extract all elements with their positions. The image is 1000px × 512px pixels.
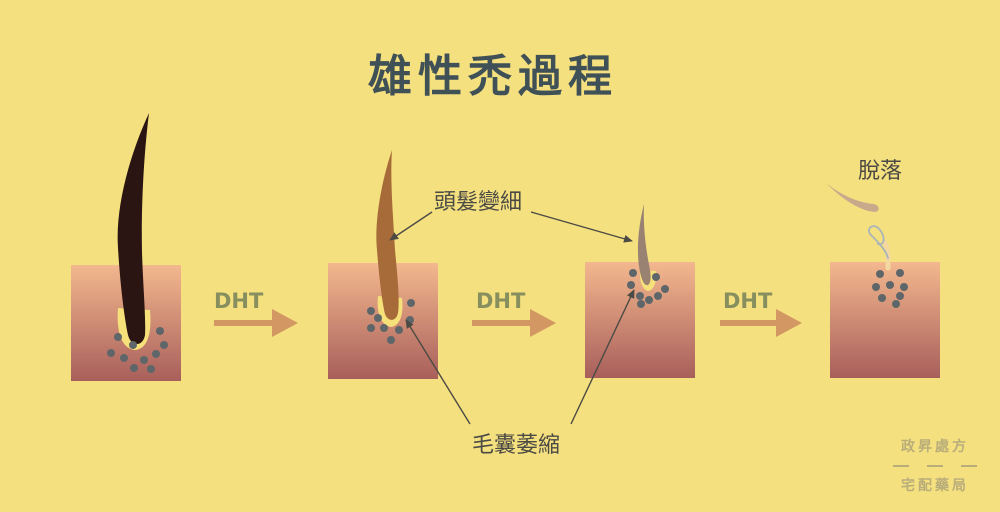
diagram-title: 雄性禿過程	[368, 51, 618, 102]
stage-2	[328, 150, 438, 379]
thinning-brown-hair	[376, 150, 399, 320]
brand-divider	[893, 465, 977, 467]
pointer-follicle-stage3	[570, 289, 635, 425]
dht-label-3: DHT	[723, 289, 773, 313]
vellus-hair-curl	[868, 225, 889, 259]
dht-label-2: DHT	[476, 289, 526, 313]
follicle-dots	[627, 269, 669, 308]
brand-line-2: 宅配藥局	[901, 478, 969, 494]
thick-dark-hair	[117, 113, 149, 344]
skin-block	[830, 262, 940, 378]
brand-watermark: 政昇處方 宅配藥局	[893, 436, 977, 495]
hair-thinning-label: 頭髮變細	[434, 190, 523, 215]
dht-label-1: DHT	[214, 289, 264, 313]
shedding-label: 脫落	[858, 159, 903, 184]
pointer-thin-stage3	[530, 211, 633, 243]
dht-arrow-3	[720, 309, 802, 337]
follicle-dots	[872, 269, 908, 308]
pointer-thin-stage2	[389, 211, 433, 241]
thin-hair	[637, 204, 651, 286]
follicle-dots	[367, 299, 415, 344]
stage-3	[585, 204, 695, 378]
stage-4	[826, 183, 940, 378]
follicle-shrinking-label: 毛囊萎縮	[472, 433, 561, 458]
follicle-dots	[107, 327, 168, 373]
vellus-hair-stub	[881, 239, 891, 271]
dht-arrow-1	[214, 309, 298, 337]
skin-block	[585, 262, 695, 378]
brand-line-1: 政昇處方	[901, 439, 969, 455]
dht-arrow-2	[472, 309, 556, 337]
shed-hair	[826, 183, 879, 212]
stage-1	[71, 113, 181, 381]
pointer-follicle-stage2	[405, 319, 471, 425]
callout-lines	[389, 211, 635, 425]
